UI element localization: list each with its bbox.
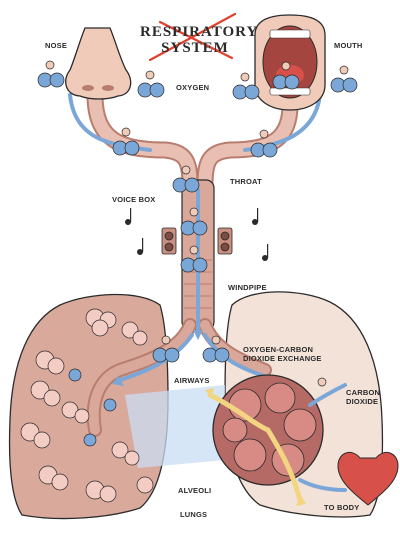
label-airways: AIRWAYS (174, 376, 210, 385)
label-windpipe: WINDPIPE (228, 283, 267, 292)
alveoli-clusters (20, 308, 154, 503)
label-voice-box: VOICE BOX (112, 195, 156, 204)
label-exchange-line-1: OXYGEN-CARBON (243, 345, 314, 354)
label-to-body: TO BODY (324, 503, 360, 512)
label-co2-line-1: CARBON (346, 388, 381, 397)
label-nose: NOSE (45, 41, 68, 50)
title-strike-2 (158, 20, 234, 60)
title-line-2: SYSTEM (161, 39, 229, 56)
nose-icon (65, 27, 132, 100)
diagram-title: RESPIRATORY SYSTEM (140, 24, 259, 57)
oxygen-pods (37, 72, 358, 447)
label-exchange: OXYGEN-CARBON DIOXIDE EXCHANGE (243, 345, 322, 363)
label-throat: THROAT (230, 177, 262, 186)
label-alveoli: ALVEOLI (178, 486, 212, 495)
title-strike-1 (148, 12, 237, 62)
figure-heads (45, 60, 349, 387)
zoom-cone (125, 385, 225, 468)
heart-icon (337, 451, 399, 506)
label-carbon-dioxide: CARBON DIOXIDE (346, 388, 381, 406)
label-mouth: MOUTH (334, 41, 363, 50)
label-oxygen: OXYGEN (176, 83, 210, 92)
label-exchange-line-2: DIOXIDE EXCHANGE (243, 353, 322, 363)
voice-box (161, 227, 233, 255)
title-line-1: RESPIRATORY (140, 24, 259, 40)
oxygen-streams (207, 392, 303, 503)
label-lungs: LUNGS (180, 510, 208, 519)
music-notes-icon (125, 208, 269, 261)
label-co2-line-2: DIOXIDE (346, 396, 379, 406)
